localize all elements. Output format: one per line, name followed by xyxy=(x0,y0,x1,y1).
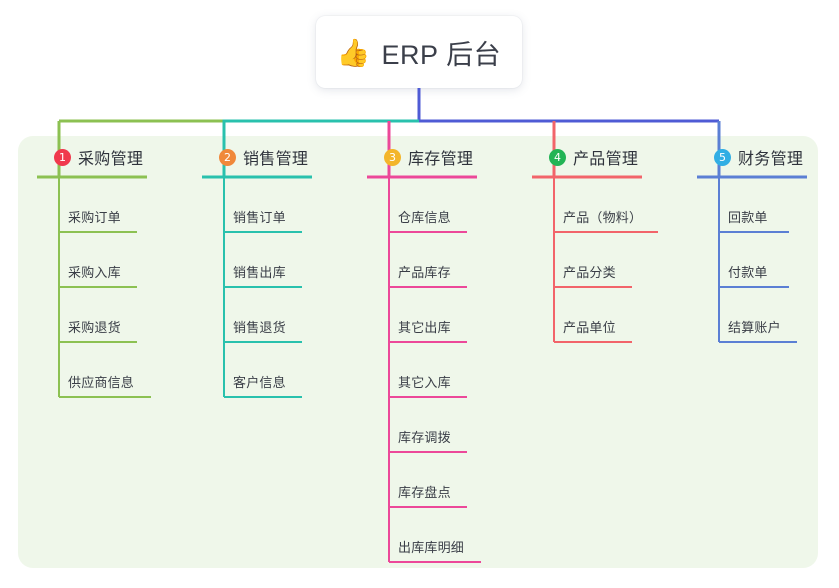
column-header[interactable]: 1 采购管理 xyxy=(36,145,143,169)
column-index-badge: 3 xyxy=(384,148,401,166)
leaf-label: 付款单 xyxy=(728,265,768,280)
leaf-item[interactable]: 采购入库 xyxy=(36,232,143,287)
column-title: 采购管理 xyxy=(78,151,144,168)
column-title: 销售管理 xyxy=(243,151,309,168)
column-2: 2 销售管理销售订单销售出库销售退货客户信息 xyxy=(201,145,308,397)
leaf-label: 产品单位 xyxy=(563,320,616,335)
root-title: ERP 后台 xyxy=(381,39,502,70)
leaf-label: 销售出库 xyxy=(233,265,286,280)
leaf-label: 结算账户 xyxy=(728,320,781,335)
leaf-label: 采购订单 xyxy=(68,210,121,225)
leaf-item[interactable]: 其它出库 xyxy=(366,287,473,342)
leaf-item[interactable]: 供应商信息 xyxy=(36,342,143,397)
leaf-list: 回款单付款单结算账户 xyxy=(696,177,803,342)
leaf-label: 其它出库 xyxy=(398,320,451,335)
leaf-list: 销售订单销售出库销售退货客户信息 xyxy=(201,177,308,397)
leaf-item[interactable]: 其它入库 xyxy=(366,342,473,397)
leaf-label: 仓库信息 xyxy=(398,210,451,225)
column-index-badge: 1 xyxy=(54,148,71,166)
column-4: 4 产品管理产品（物料） 产品分类产品单位 xyxy=(531,145,642,342)
leaf-item[interactable]: 采购退货 xyxy=(36,287,143,342)
leaf-item[interactable]: 客户信息 xyxy=(201,342,308,397)
leaf-label: 采购退货 xyxy=(68,320,121,335)
column-index-badge: 5 xyxy=(714,148,731,166)
leaf-list: 产品（物料） 产品分类产品单位 xyxy=(531,177,642,342)
column-header[interactable]: 2 销售管理 xyxy=(201,145,308,169)
leaf-list: 仓库信息产品库存其它出库其它入库库存调拨库存盘点出库库明细 xyxy=(366,177,473,562)
column-title: 产品管理 xyxy=(573,151,639,168)
column-index-badge: 4 xyxy=(549,148,566,166)
leaf-label: 客户信息 xyxy=(233,375,286,390)
column-1: 1 采购管理采购订单采购入库采购退货供应商信息 xyxy=(36,145,143,397)
leaf-item[interactable]: 产品单位 xyxy=(531,287,638,342)
column-5: 5 财务管理回款单付款单结算账户 xyxy=(696,145,803,342)
column-header[interactable]: 3 库存管理 xyxy=(366,145,473,169)
root-node[interactable]: 👍 ERP 后台 xyxy=(316,16,522,88)
leaf-item[interactable]: 出库库明细 xyxy=(366,507,473,562)
leaf-item[interactable]: 结算账户 xyxy=(696,287,803,342)
leaf-label: 库存调拨 xyxy=(398,430,451,445)
thumbs-up-icon: 👍 xyxy=(336,37,371,68)
leaf-label: 销售退货 xyxy=(233,320,286,335)
leaf-item[interactable]: 采购订单 xyxy=(36,177,143,232)
column-title: 财务管理 xyxy=(738,151,804,168)
leaf-list: 采购订单采购入库采购退货供应商信息 xyxy=(36,177,143,397)
leaf-label: 产品库存 xyxy=(398,265,451,280)
leaf-item[interactable]: 付款单 xyxy=(696,232,803,287)
leaf-item[interactable]: 回款单 xyxy=(696,177,803,232)
leaf-label: 出库库明细 xyxy=(398,540,465,555)
leaf-item[interactable]: 产品库存 xyxy=(366,232,473,287)
column-header[interactable]: 5 财务管理 xyxy=(696,145,803,169)
leaf-label: 产品（物料） xyxy=(563,210,643,225)
leaf-label: 销售订单 xyxy=(233,210,286,225)
leaf-label: 供应商信息 xyxy=(68,375,135,390)
leaf-item[interactable]: 销售订单 xyxy=(201,177,308,232)
leaf-label: 采购入库 xyxy=(68,265,121,280)
leaf-item[interactable]: 仓库信息 xyxy=(366,177,473,232)
content-panel xyxy=(18,136,818,568)
leaf-item[interactable]: 产品分类 xyxy=(531,232,638,287)
leaf-item[interactable]: 库存调拨 xyxy=(366,397,473,452)
leaf-label: 库存盘点 xyxy=(398,485,451,500)
leaf-item[interactable]: 产品（物料） xyxy=(531,177,642,232)
leaf-item[interactable]: 库存盘点 xyxy=(366,452,473,507)
column-index-badge: 2 xyxy=(219,148,236,166)
leaf-item[interactable]: 销售退货 xyxy=(201,287,308,342)
leaf-item[interactable]: 销售出库 xyxy=(201,232,308,287)
leaf-label: 其它入库 xyxy=(398,375,451,390)
column-header[interactable]: 4 产品管理 xyxy=(531,145,638,169)
leaf-label: 产品分类 xyxy=(563,265,616,280)
leaf-label: 回款单 xyxy=(728,210,768,225)
column-title: 库存管理 xyxy=(408,151,474,168)
column-3: 3 库存管理仓库信息产品库存其它出库其它入库库存调拨库存盘点出库库明细 xyxy=(366,145,473,562)
